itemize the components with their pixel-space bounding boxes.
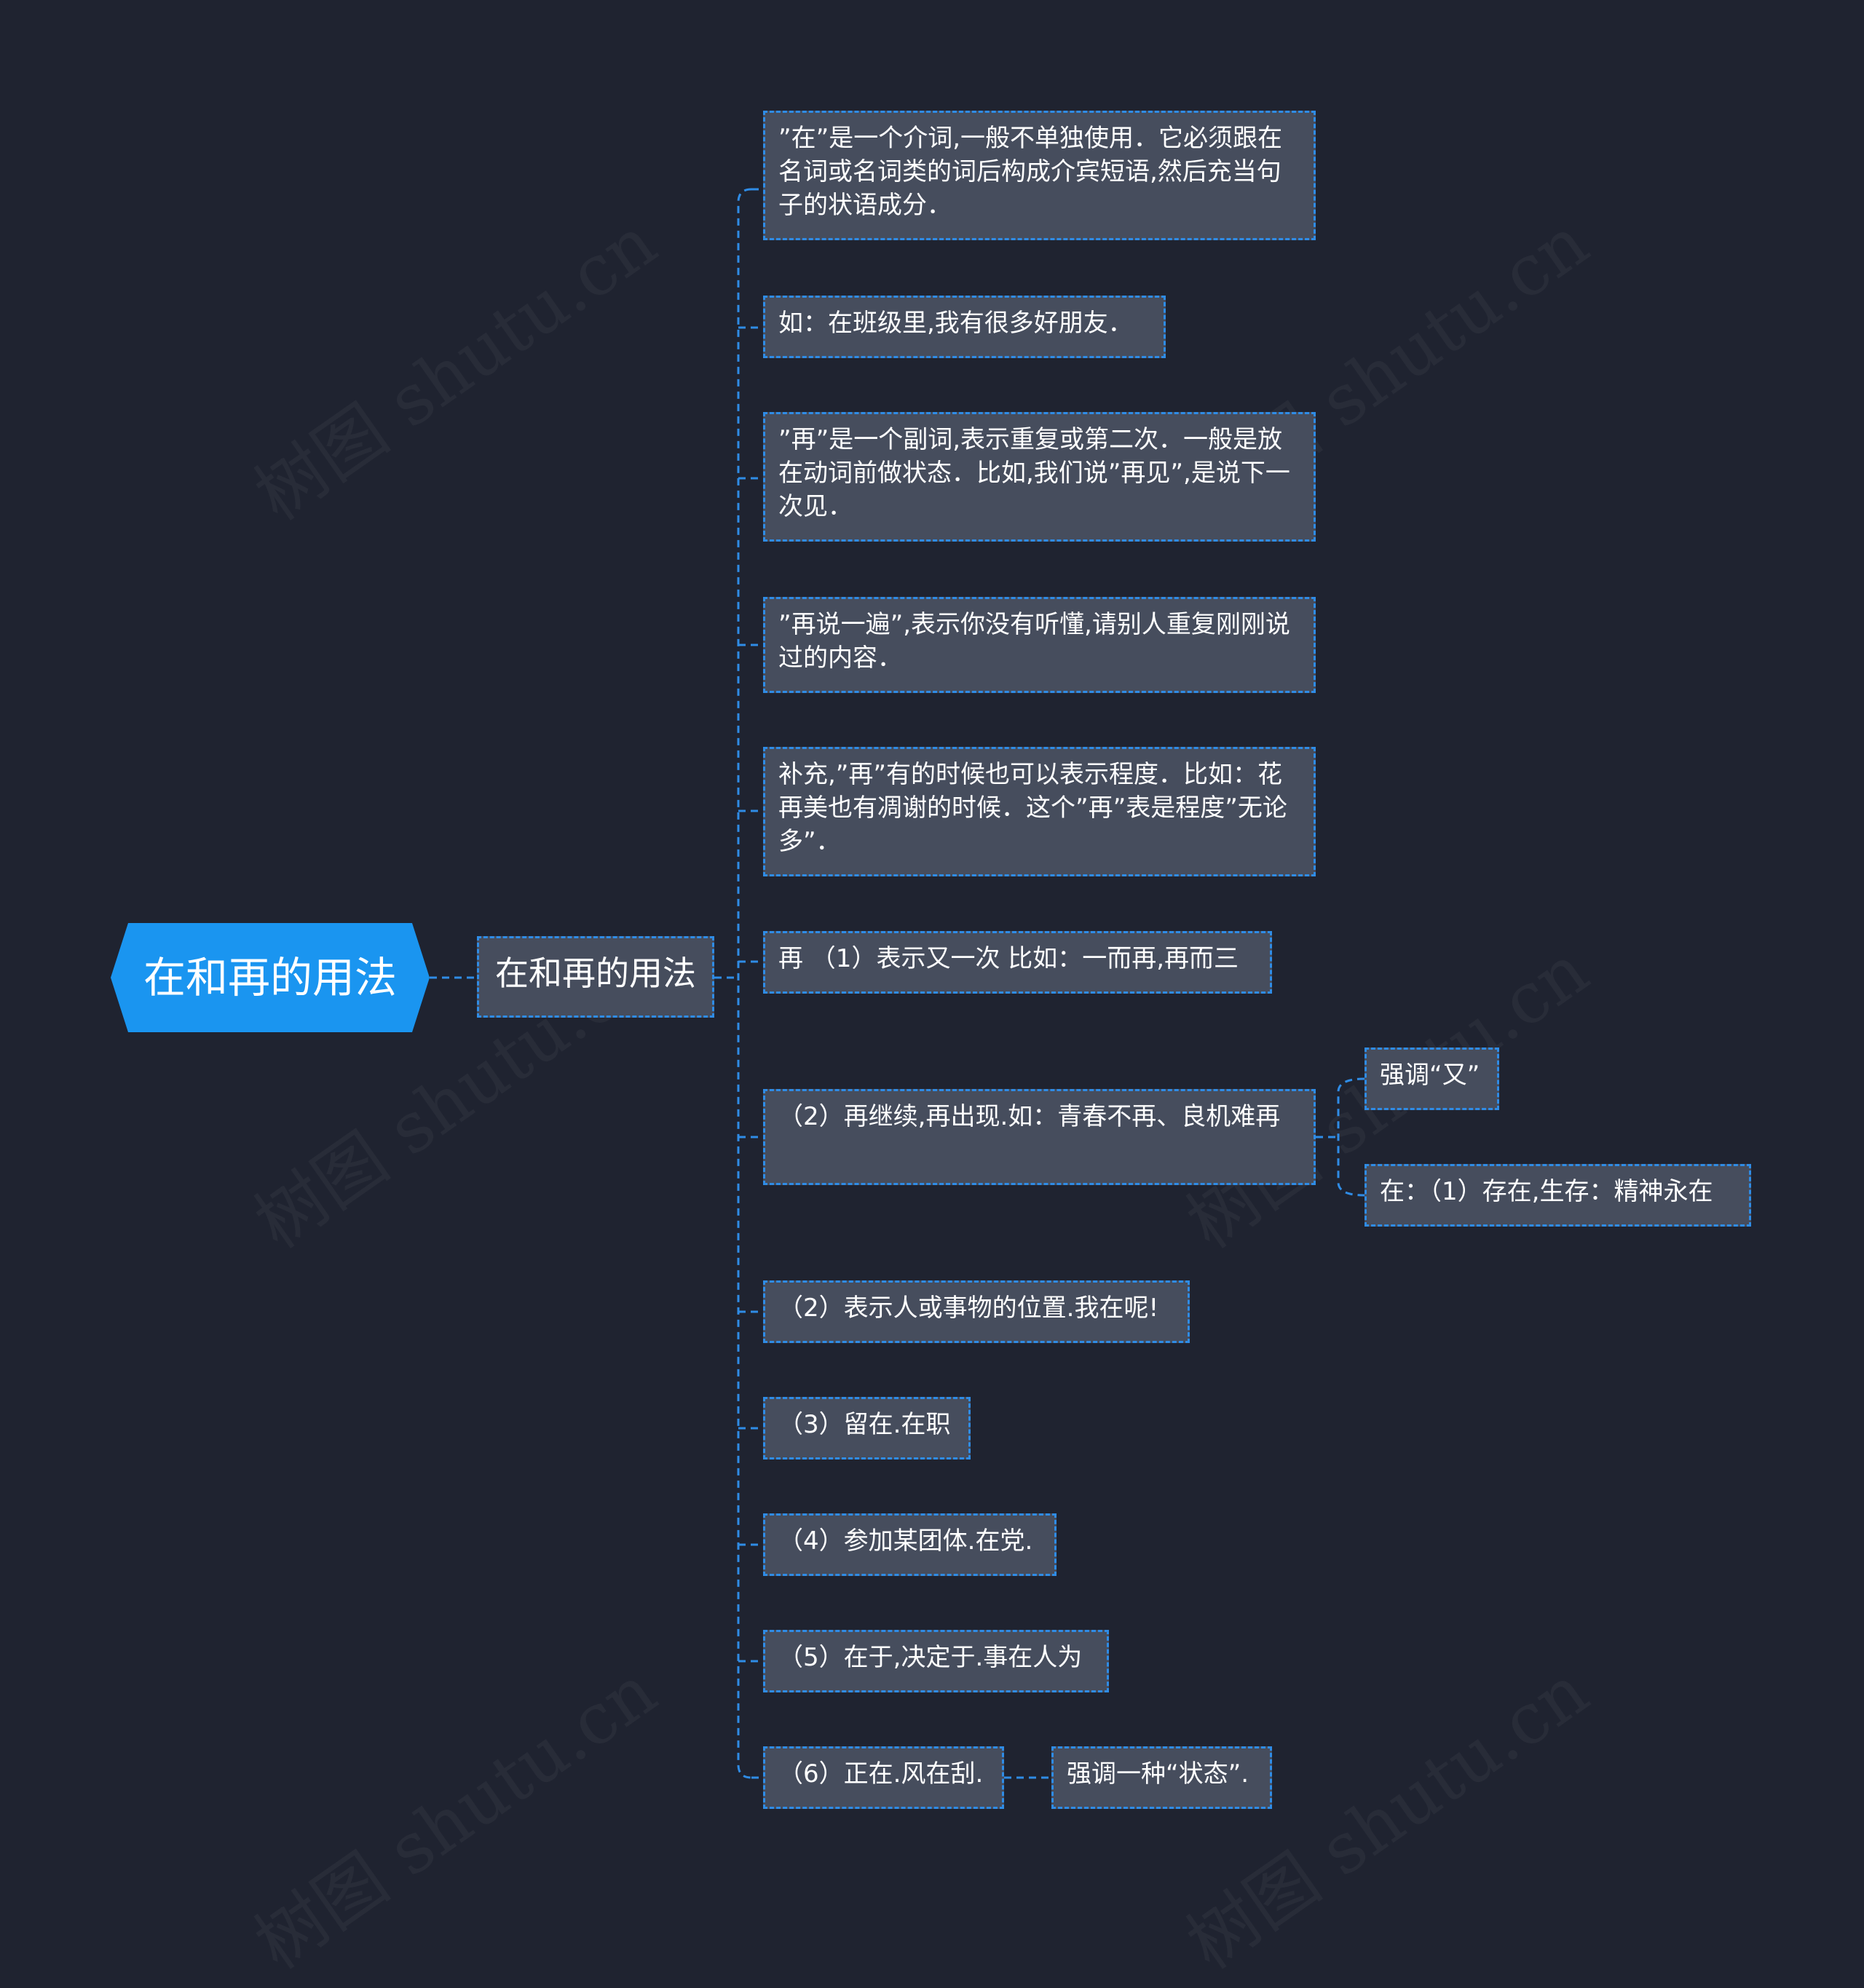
topic-item-6-child-0[interactable]: 强调“又”: [1365, 1048, 1499, 1110]
topic-item-11-child-0[interactable]: 强调一种“状态”.: [1051, 1746, 1272, 1809]
topic-item-7[interactable]: （2）表示人或事物的位置.我在呢!: [763, 1280, 1190, 1343]
topic-item-0[interactable]: ”在”是一个介词,一般不单独使用．它必须跟在名词或名词类的词后构成介宾短语,然后…: [763, 111, 1316, 240]
root-topic[interactable]: 在和再的用法: [111, 923, 430, 1032]
topic-item-8[interactable]: （3）留在.在职: [763, 1397, 971, 1460]
connector-sub-branch: [1337, 1077, 1365, 1197]
topic-item-11[interactable]: （6）正在.风在刮.: [763, 1746, 1004, 1809]
topic-item-6[interactable]: （2）再继续,再出现.如：青春不再、良机难再: [763, 1089, 1316, 1185]
connector-lines: [430, 188, 1365, 1779]
connector-trunk: [737, 188, 752, 1779]
topic-item-3[interactable]: ”再说一遍”,表示你没有听懂,请别人重复刚刚说过的内容．: [763, 597, 1316, 693]
topic-item-10[interactable]: （5）在于,决定于.事在人为: [763, 1630, 1109, 1692]
topic-item-9[interactable]: （4）参加某团体.在党.: [763, 1513, 1057, 1576]
topic-item-6-child-1[interactable]: 在：（1）存在,生存：精神永在: [1365, 1164, 1751, 1227]
branch-topic[interactable]: 在和再的用法: [477, 936, 714, 1018]
topic-item-1[interactable]: 如：在班级里,我有很多好朋友．: [763, 296, 1166, 358]
topic-item-5[interactable]: 再 （1）表示又一次 比如：一而再,再而三: [763, 931, 1272, 994]
topic-item-4[interactable]: 补充,”再”有的时候也可以表示程度．比如：花再美也有凋谢的时候．这个”再”表是程…: [763, 747, 1316, 876]
topic-item-2[interactable]: ”再”是一个副词,表示重复或第二次．一般是放在动词前做状态．比如,我们说”再见”…: [763, 412, 1316, 542]
mindmap-canvas: { "root": { "label": "在和再的用法" }, "branch…: [111, 111, 1751, 1809]
